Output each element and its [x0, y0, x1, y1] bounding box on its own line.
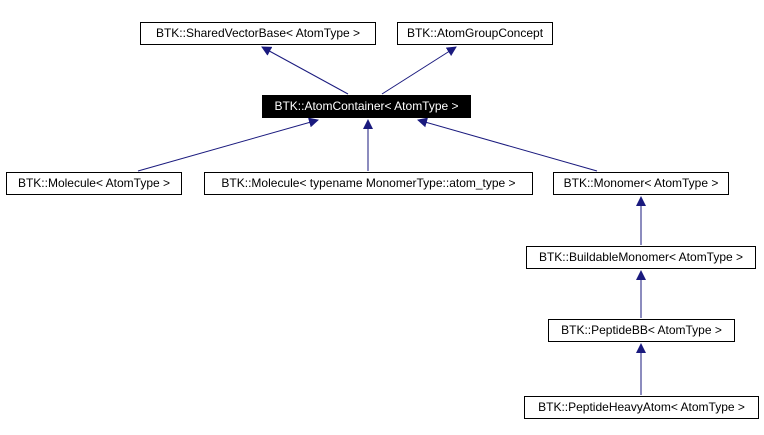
edge-container-to-concept: [381, 46, 457, 95]
edge-monomer-to-container: [417, 117, 598, 172]
node-peptide-heavy-atom[interactable]: BTK::PeptideHeavyAtom< AtomType >: [524, 396, 759, 419]
node-atom-container: BTK::AtomContainer< AtomType >: [262, 95, 471, 118]
node-atom-group-concept[interactable]: BTK::AtomGroupConcept: [397, 22, 553, 45]
node-monomer[interactable]: BTK::Monomer< AtomType >: [553, 172, 729, 195]
node-molecule[interactable]: BTK::Molecule< AtomType >: [6, 172, 182, 195]
node-peptide-bb[interactable]: BTK::PeptideBB< AtomType >: [548, 319, 735, 342]
node-buildable-monomer[interactable]: BTK::BuildableMonomer< AtomType >: [526, 246, 756, 269]
node-molecule-monomer-type[interactable]: BTK::Molecule< typename MonomerType::ato…: [204, 172, 533, 195]
edge-container-to-base: [261, 46, 349, 95]
node-shared-vector-base[interactable]: BTK::SharedVectorBase< AtomType >: [140, 22, 376, 45]
edge-molecule-to-container: [137, 117, 319, 172]
